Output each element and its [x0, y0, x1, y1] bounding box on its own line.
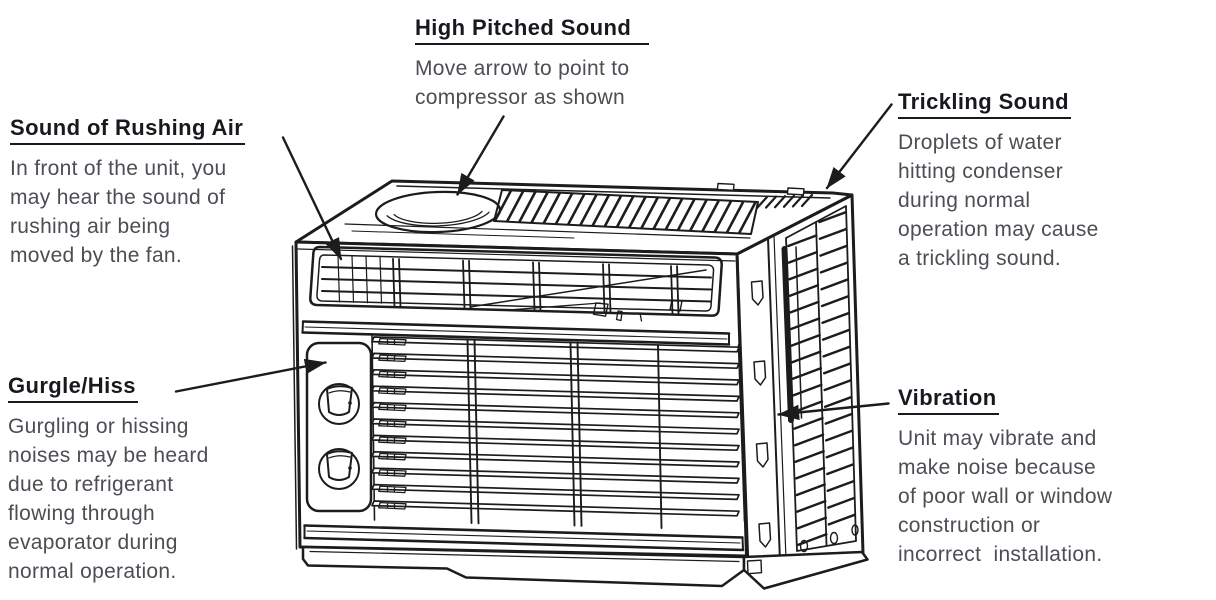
annotation-body: In front of the unit, you may hear the s… [10, 157, 227, 268]
ac-top-face [294, 179, 854, 256]
side-screws [799, 524, 859, 553]
control-panel [305, 341, 373, 513]
annotation-trickling-sound: Trickling Sound Droplets of water hittin… [898, 89, 1099, 273]
annotation-body: Droplets of water hitting condenser duri… [898, 131, 1099, 271]
ac-base-skirt [301, 545, 869, 590]
annotation-title: Trickling Sound [898, 89, 1072, 120]
side-clip-tabs [750, 280, 772, 548]
front-trim-band [301, 320, 731, 346]
annotation-title: High Pitched Sound [415, 15, 650, 46]
annotation-body: Gurgling or hissing noises may be heard … [8, 415, 209, 584]
annotation-body: Unit may vibrate and make noise because … [898, 427, 1113, 567]
front-louvers [371, 336, 740, 517]
ac-front-face [291, 240, 748, 558]
control-knob-bottom [318, 448, 360, 490]
annotation-body: Move arrow to point to compressor as sho… [415, 57, 630, 110]
annotation-title: Sound of Rushing Air [10, 115, 246, 146]
annotation-high-pitched-sound: High Pitched Sound Move arrow to point t… [415, 15, 650, 112]
annotation-vibration: Vibration Unit may vibrate and make nois… [898, 385, 1113, 569]
annotation-gurgle-hiss: Gurgle/Hiss Gurgling or hissing noises m… [8, 373, 209, 586]
side-louvers [818, 209, 856, 526]
front-bottom-trim [303, 524, 745, 552]
arrow-vibration [777, 402, 890, 421]
annotation-title: Vibration [898, 385, 999, 416]
front-vent-grille [309, 245, 723, 322]
arrow-gurgle-hiss [174, 358, 327, 393]
callout-arrows [174, 103, 893, 421]
arrow-high-pitched [456, 115, 505, 196]
ac-side-face [735, 193, 865, 570]
side-louvers [787, 234, 828, 546]
annotation-title: Gurgle/Hiss [8, 373, 138, 404]
annotation-sound-of-rushing-air: Sound of Rushing Air In front of the uni… [10, 115, 246, 270]
arrow-trickling [825, 103, 893, 190]
louver-supports [466, 338, 663, 529]
arrow-rushing-air [281, 136, 343, 261]
control-knob-top [318, 383, 360, 425]
side-rail [781, 246, 794, 423]
